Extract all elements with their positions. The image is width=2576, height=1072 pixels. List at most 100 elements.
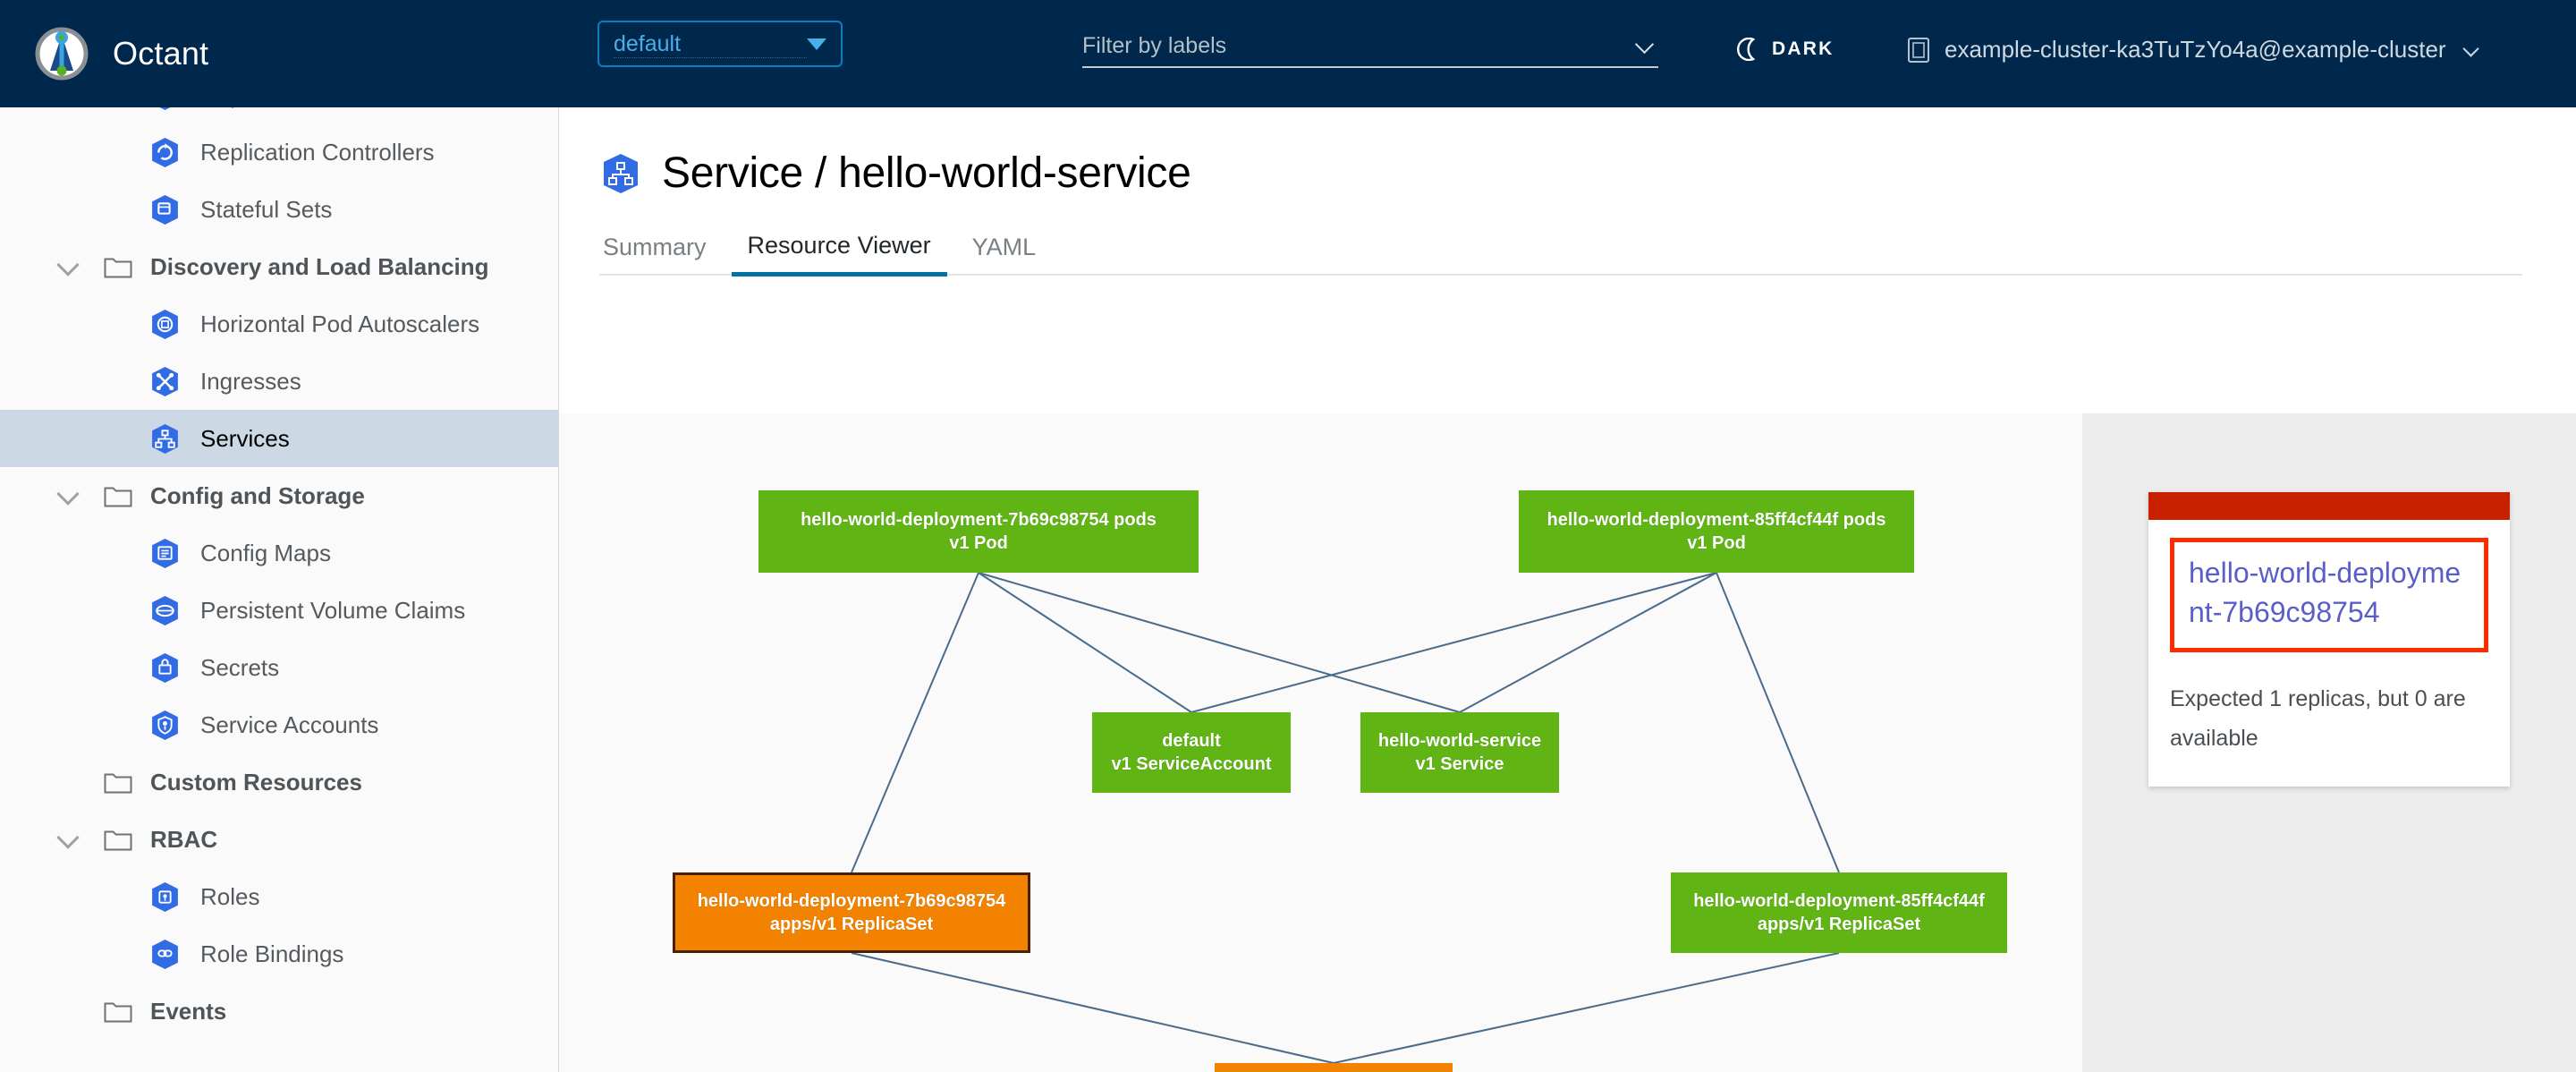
graph-node-replicaset-85ff[interactable]: hello-world-deployment-85ff4cf44f apps/v1… <box>1671 872 2007 953</box>
resource-graph[interactable]: hello-world-deployment-7b69c98754 pods v1… <box>559 413 2082 1072</box>
cluster-icon <box>1907 37 1930 64</box>
graph-edges <box>851 572 1840 1064</box>
chevron-down-icon[interactable] <box>1635 36 1655 55</box>
resource-link-text: hello-world-deployment-7b69c98754 <box>2189 557 2462 628</box>
k8s-serviceaccount-icon <box>148 709 182 742</box>
k8s-service-icon <box>148 422 182 455</box>
k8s-replicaset-icon <box>148 107 182 112</box>
sidebar-item-persistent-volume-claims[interactable]: Persistent Volume Claims <box>0 582 558 639</box>
label-filter[interactable] <box>1082 25 1658 68</box>
sidebar-item-discovery-and-load-balancing[interactable]: Discovery and Load Balancing <box>0 238 558 295</box>
page-header: Service / hello-world-service Summary Res… <box>559 107 2576 277</box>
sidebar-item-stateful-sets[interactable]: Stateful Sets <box>0 181 558 238</box>
tab-bar[interactable]: Summary Resource Viewer YAML <box>599 232 2522 277</box>
sidebar-item-custom-resources[interactable]: Custom Resources <box>0 753 558 811</box>
k8s-service-icon <box>599 152 642 195</box>
sidebar-item-label: Events <box>150 997 227 1025</box>
chevron-down-icon <box>807 38 826 50</box>
sidebar-item-roles[interactable]: Roles <box>0 868 558 925</box>
sidebar-item-label: Custom Resources <box>150 768 362 795</box>
k8s-role-icon <box>148 881 182 914</box>
sidebar-item-rbac[interactable]: RBAC <box>0 811 558 868</box>
sidebar-item-label: Stateful Sets <box>200 195 333 223</box>
chevron-down-icon <box>2464 43 2479 57</box>
chevron-placeholder-icon[interactable] <box>55 999 80 1024</box>
detail-pane: hello-world-deployment-7b69c98754 Expect… <box>2082 413 2576 1072</box>
sidebar-item-secrets[interactable]: Secrets <box>0 639 558 696</box>
moon-icon <box>1737 38 1760 61</box>
sidebar-item-label: Horizontal Pod Autoscalers <box>200 310 480 337</box>
tab-yaml[interactable]: YAML <box>971 234 1037 260</box>
theme-toggle[interactable]: DARK <box>1737 38 1834 61</box>
node-subtitle: v1 ServiceAccount <box>1111 754 1272 774</box>
sidebar-item-replication-controllers[interactable]: Replication Controllers <box>0 123 558 181</box>
folder-icon <box>104 828 132 852</box>
node-subtitle: v1 Pod <box>1687 533 1746 553</box>
sidebar-item-horizontal-pod-autoscalers[interactable]: Horizontal Pod Autoscalers <box>0 295 558 353</box>
sidebar-item-config-maps[interactable]: Config Maps <box>0 524 558 582</box>
sidebar-item-label: Role Bindings <box>200 940 344 967</box>
sidebar-item-label: Roles <box>200 882 260 910</box>
sidebar-item-label: Discovery and Load Balancing <box>150 252 489 280</box>
sidebar[interactable]: Replica SetsReplication ControllersState… <box>0 107 559 1072</box>
status-badge <box>2148 492 2510 520</box>
sidebar-item-label: Service Accounts <box>200 710 379 738</box>
tab-summary[interactable]: Summary <box>603 234 707 260</box>
sidebar-item-label: Config and Storage <box>150 481 365 509</box>
k8s-ingress-icon <box>148 365 182 398</box>
sidebar-item-label: Replication Controllers <box>200 138 435 166</box>
graph-node-pod-85ff[interactable]: hello-world-deployment-85ff4cf44f pods v1… <box>1519 490 1914 573</box>
graph-node-replicaset-7b69[interactable]: hello-world-deployment-7b69c98754 apps/v1… <box>673 872 1030 953</box>
sidebar-item-label: Ingresses <box>200 367 301 395</box>
page-title: Service / hello-world-service <box>662 149 1191 197</box>
node-subtitle: apps/v1 ReplicaSet <box>769 915 934 934</box>
sidebar-item-ingresses[interactable]: Ingresses <box>0 353 558 410</box>
graph-node-deployment-hello-world[interactable]: hello-world-deploymentapps/v1 Deployment <box>1215 1063 1453 1072</box>
namespace-value: default <box>614 30 807 58</box>
k8s-hpa-icon <box>148 308 182 341</box>
selected-resource-link[interactable]: hello-world-deployment-7b69c98754 <box>2170 538 2488 652</box>
sidebar-item-replica-sets[interactable]: Replica Sets <box>0 107 558 123</box>
theme-toggle-label: DARK <box>1772 38 1835 59</box>
status-message: Expected 1 replicas, but 0 are available <box>2170 686 2466 751</box>
node-title: hello-world-deployment-7b69c98754 pods <box>801 510 1157 530</box>
cluster-name: example-cluster-ka3TuTzYo4a@example-clus… <box>1945 36 2446 63</box>
sidebar-item-role-bindings[interactable]: Role Bindings <box>0 925 558 983</box>
folder-icon <box>104 484 132 508</box>
folder-icon <box>104 1000 132 1024</box>
tab-resource-viewer[interactable]: Resource Viewer <box>731 232 947 277</box>
chevron-placeholder-icon[interactable] <box>55 770 80 795</box>
sidebar-item-config-and-storage[interactable]: Config and Storage <box>0 467 558 524</box>
k8s-configmap-icon <box>148 537 182 570</box>
chevron-down-icon[interactable] <box>55 483 80 508</box>
chevron-down-icon[interactable] <box>55 827 80 852</box>
sidebar-item-label: Config Maps <box>200 539 331 566</box>
node-title: hello-world-deployment-7b69c98754 <box>697 891 1006 911</box>
node-title: hello-world-deployment-85ff4cf44f <box>1693 891 1985 911</box>
octant-logo-icon <box>34 26 89 81</box>
folder-icon <box>104 770 132 795</box>
node-title: hello-world-deployment-85ff4cf44f pods <box>1546 510 1886 530</box>
label-filter-input[interactable] <box>1082 32 1635 59</box>
cluster-selector[interactable]: example-cluster-ka3TuTzYo4a@example-clus… <box>1907 36 2479 64</box>
node-subtitle: v1 Pod <box>949 533 1008 553</box>
sidebar-item-label: Replica Sets <box>200 107 331 109</box>
main-content: Service / hello-world-service Summary Res… <box>559 107 2576 1072</box>
namespace-selector[interactable]: default <box>597 21 843 67</box>
brand-title: Octant <box>113 35 209 72</box>
chevron-down-icon[interactable] <box>55 254 80 279</box>
sidebar-item-service-accounts[interactable]: Service Accounts <box>0 696 558 753</box>
k8s-replicationcontroller-icon <box>148 136 182 169</box>
node-subtitle: apps/v1 ReplicaSet <box>1757 915 1921 934</box>
graph-node-pod-7b69[interactable]: hello-world-deployment-7b69c98754 pods v1… <box>758 490 1199 573</box>
sidebar-item-label: Secrets <box>200 653 280 681</box>
sidebar-item-services[interactable]: Services <box>0 410 558 467</box>
sidebar-item-label: Persistent Volume Claims <box>200 596 466 624</box>
sidebar-item-events[interactable]: Events <box>0 983 558 1040</box>
k8s-pvc-icon <box>148 594 182 627</box>
sidebar-item-label: RBAC <box>150 825 218 853</box>
brand[interactable]: Octant <box>34 26 208 81</box>
node-subtitle: v1 Service <box>1415 754 1504 774</box>
